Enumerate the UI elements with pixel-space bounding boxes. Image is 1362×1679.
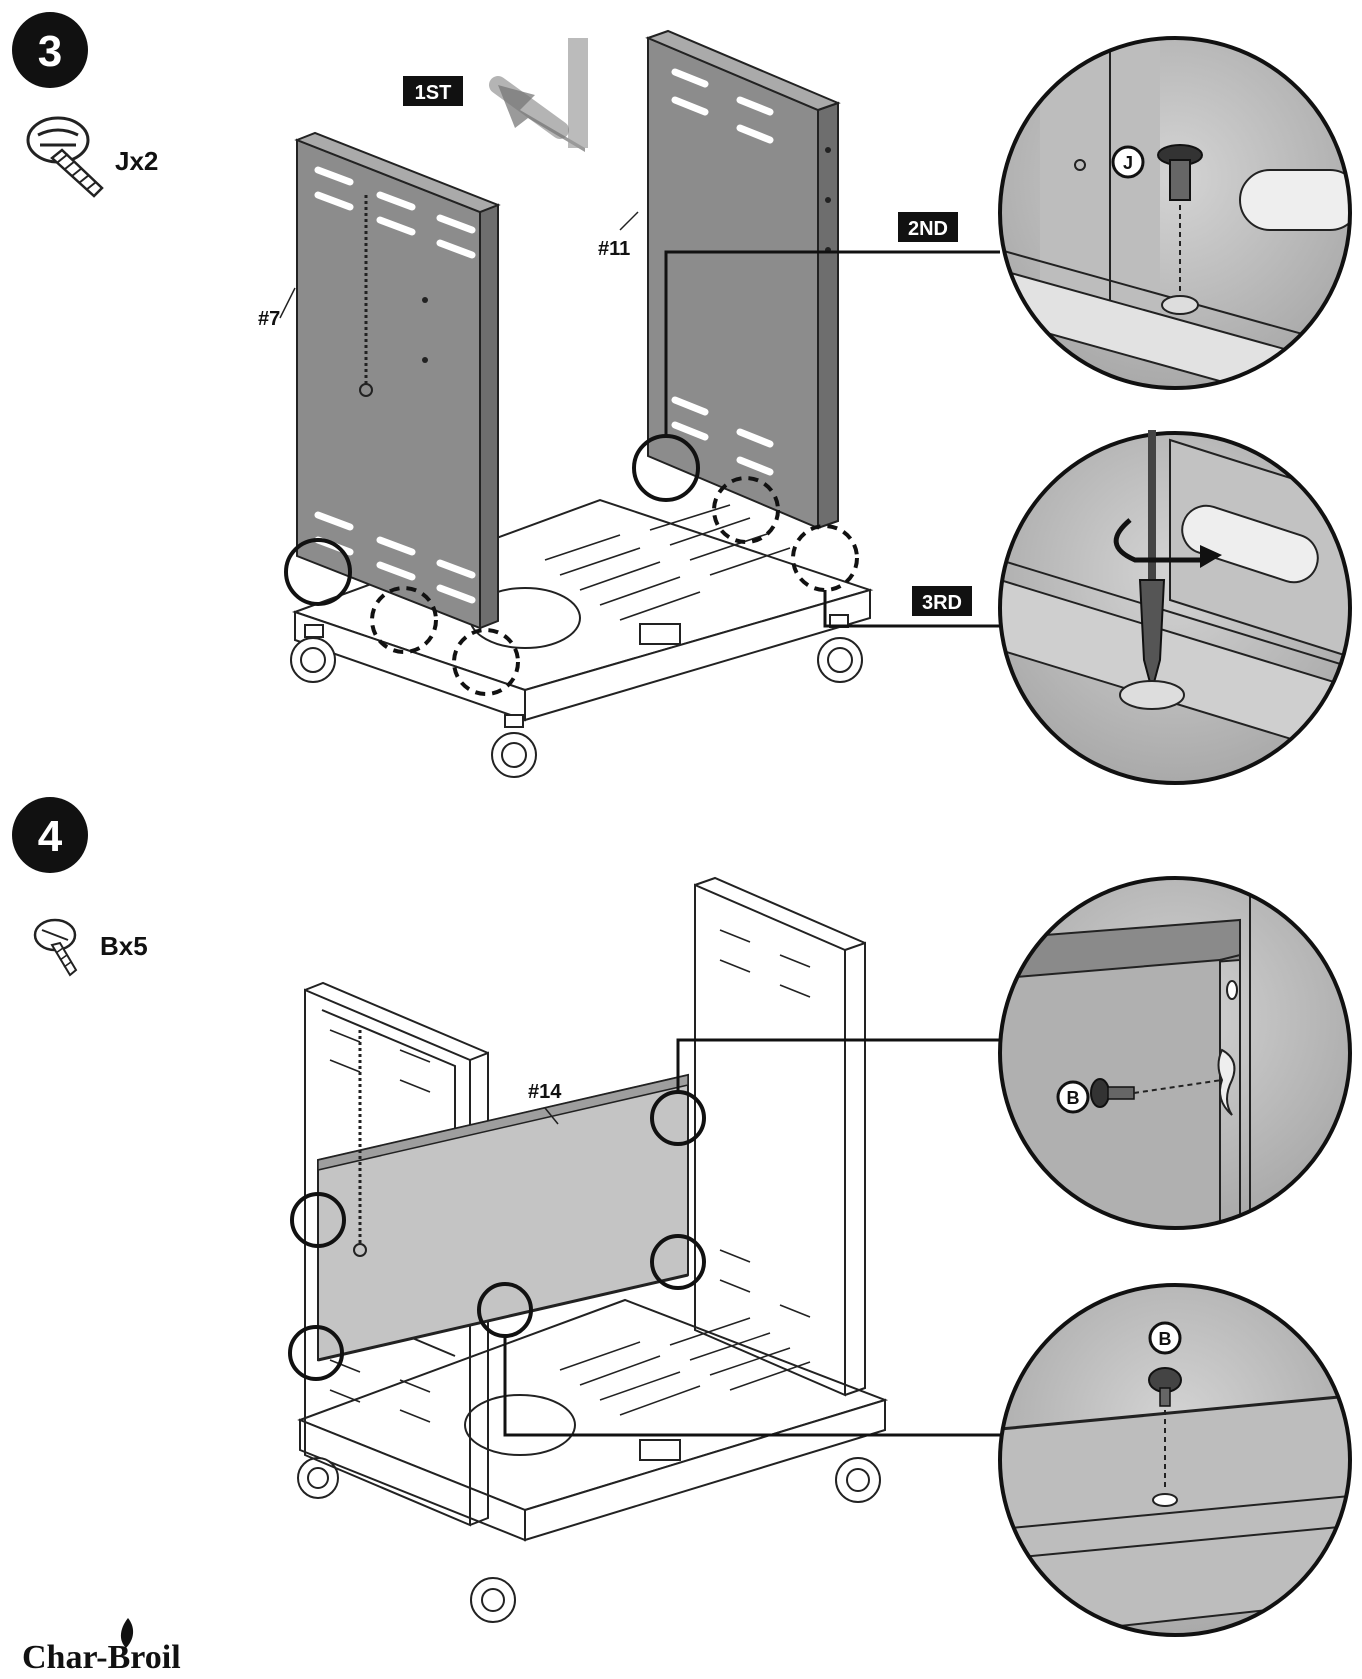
- step-4-badge: [12, 797, 88, 873]
- screw-icon: [33, 918, 78, 977]
- first-badge: [403, 76, 463, 106]
- callout-letter-b-bottom: B: [1159, 1329, 1172, 1349]
- first-arrow: [489, 38, 588, 152]
- third-label: 3RD: [922, 592, 962, 614]
- third-badge: [912, 586, 972, 616]
- part-label-7: #7: [258, 308, 280, 330]
- step-3-number: 3: [38, 27, 62, 76]
- brand-name: Char-Broil: [22, 1639, 181, 1676]
- step-3: 3 Jx2 1ST: [12, 12, 1352, 785]
- second-label: 2ND: [908, 218, 948, 240]
- panel-7: [294, 131, 501, 630]
- callout-letter-b-side: B: [1067, 1088, 1080, 1108]
- zoom-detail-screwdriver: [998, 430, 1352, 785]
- step-4-number: 4: [38, 812, 63, 861]
- first-label: 1ST: [415, 82, 452, 104]
- step-4: 4 Bx5: [12, 797, 1352, 1637]
- bolt-icon: [26, 116, 104, 198]
- zoom-detail-side-screw: B: [998, 876, 1352, 1230]
- step-4-hardware-label: Bx5: [100, 931, 148, 961]
- part-label-14: #14: [528, 1081, 562, 1103]
- second-badge: [898, 212, 958, 242]
- step-3-badge: [12, 12, 88, 88]
- zoom-detail-bolt: J: [998, 36, 1352, 390]
- callout-letter-j: J: [1123, 153, 1133, 173]
- brand-logo: Char-Broil: [22, 1618, 181, 1676]
- cart-base-step-3: [290, 498, 874, 778]
- flame-icon: [120, 1618, 134, 1648]
- panel-14: [317, 1030, 689, 1362]
- panel-11: [645, 29, 841, 530]
- zoom-detail-bottom-screw: B: [998, 1283, 1352, 1637]
- step-3-hardware-label: Jx2: [115, 146, 158, 176]
- part-label-11: #11: [598, 238, 630, 260]
- cart-frame-step-4: [297, 876, 889, 1623]
